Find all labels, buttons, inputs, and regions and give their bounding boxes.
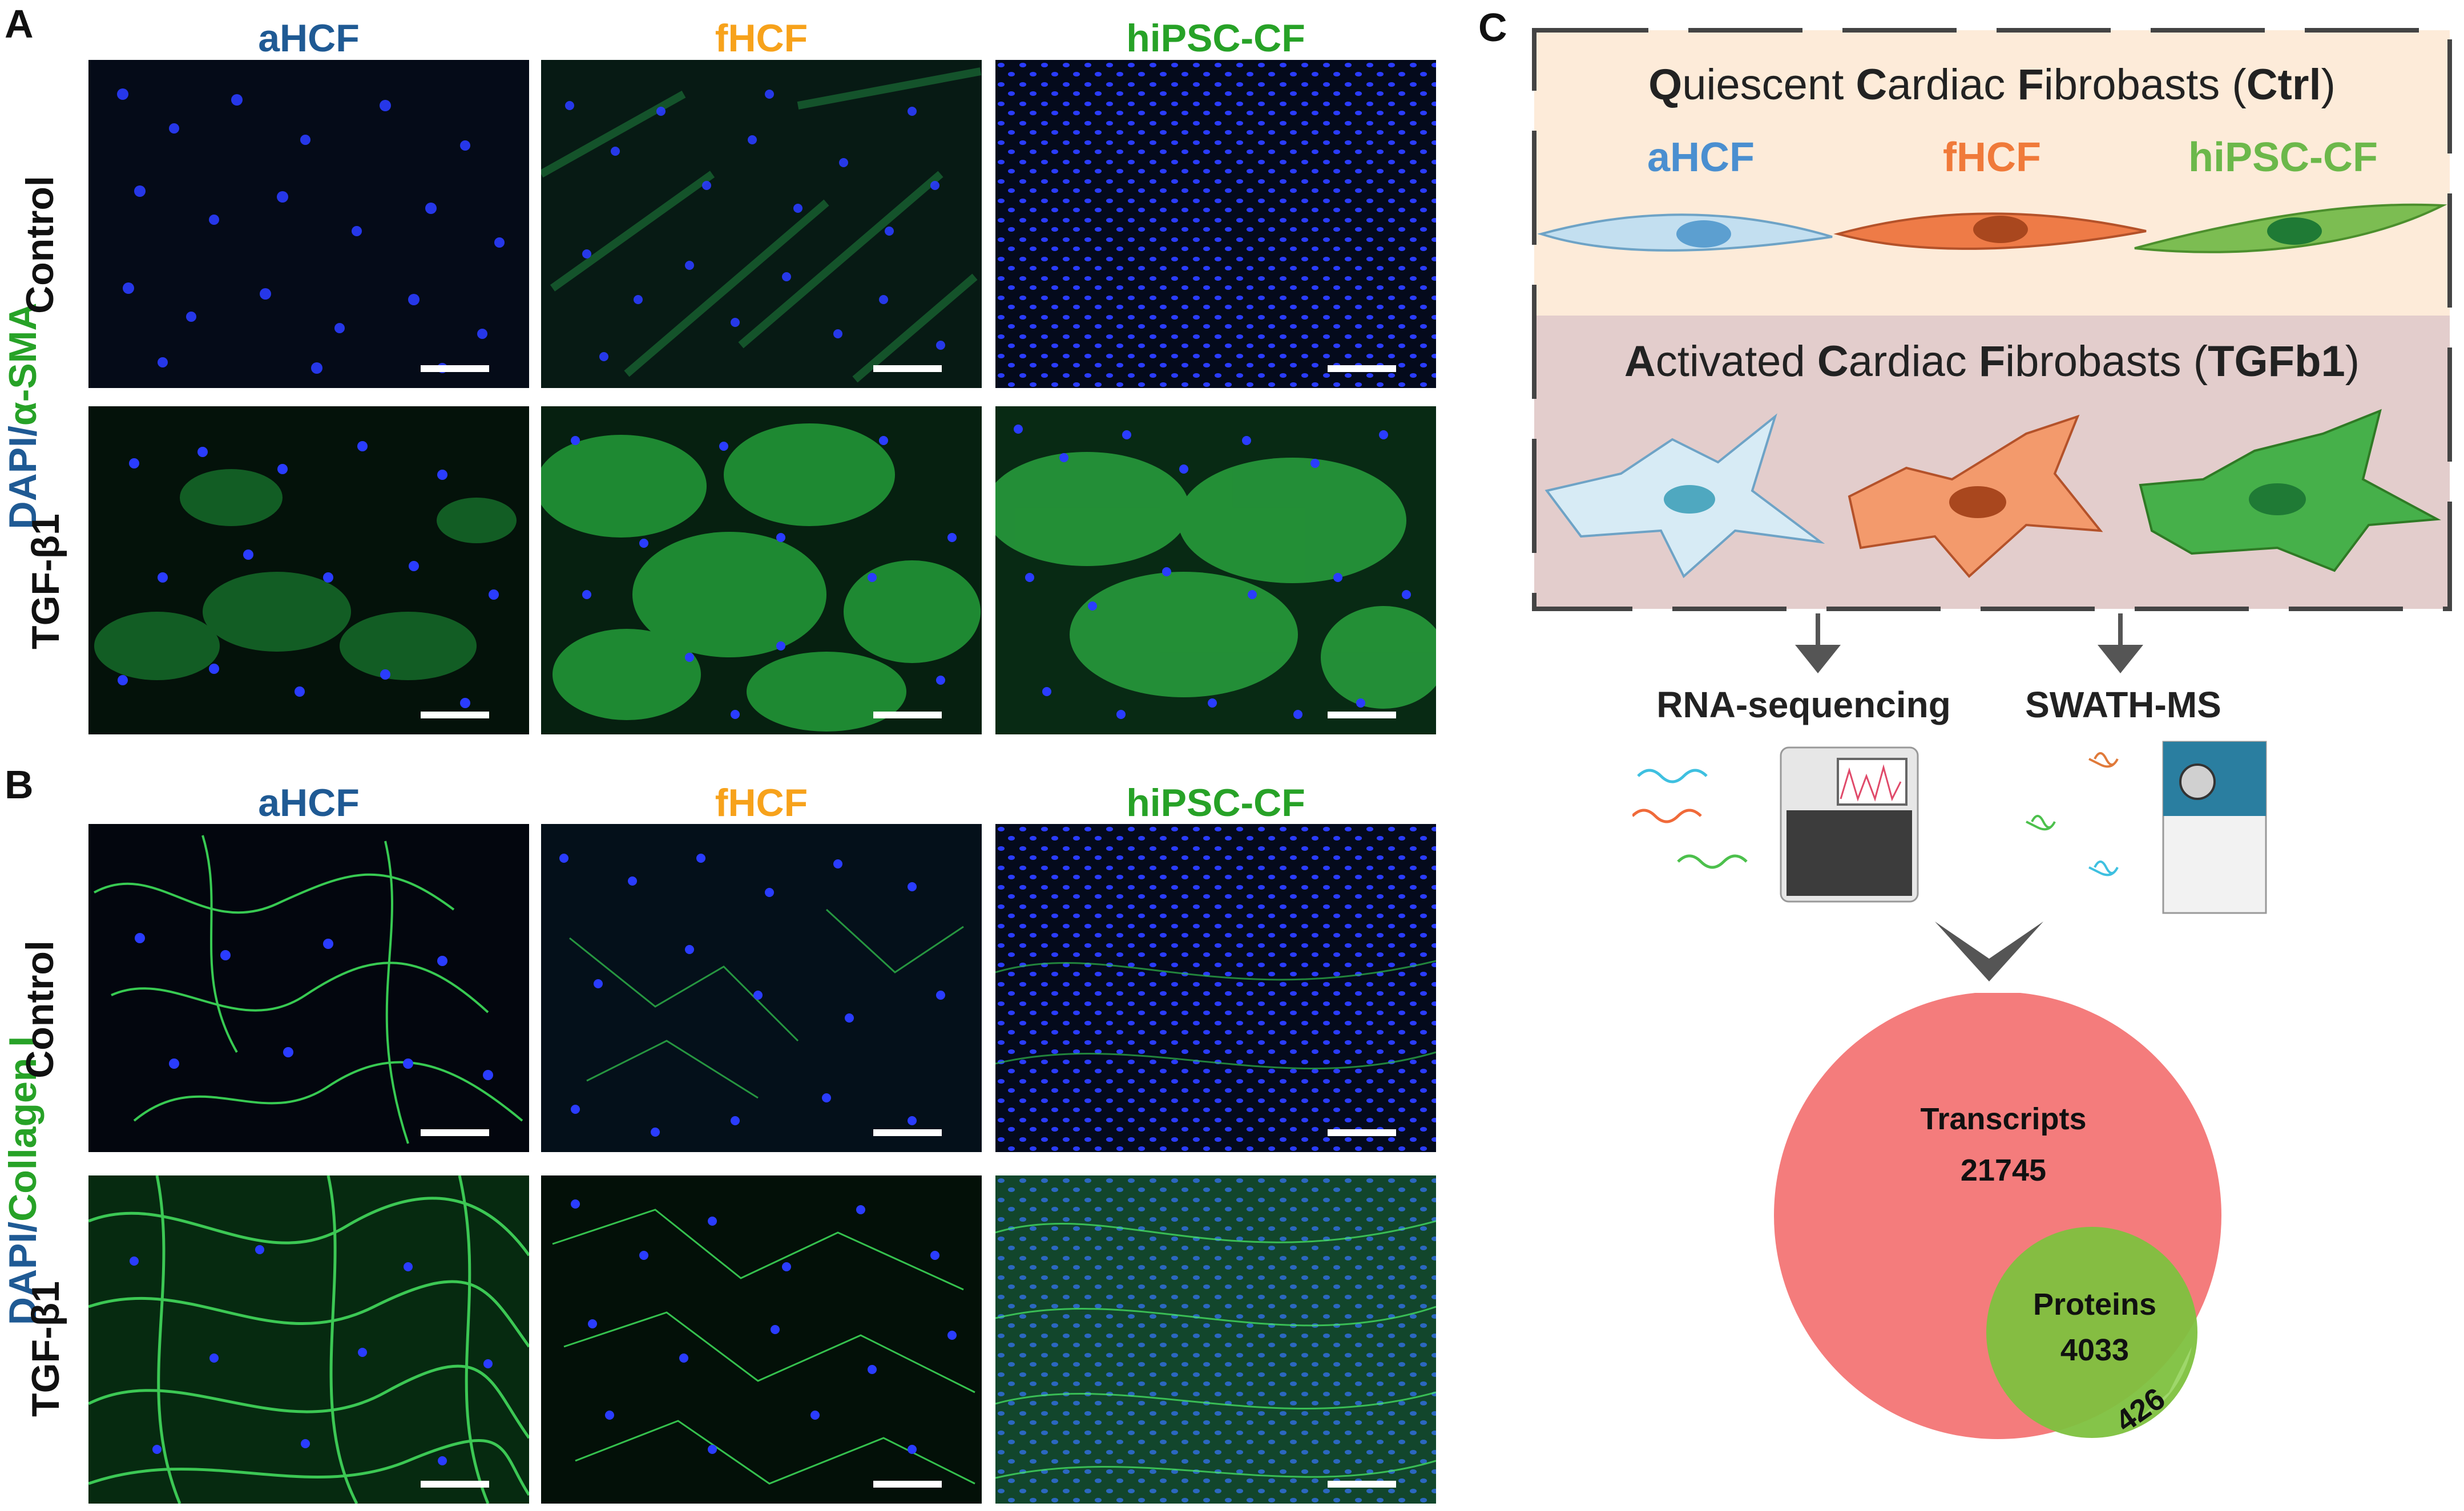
- panel-b-letter: B: [5, 762, 34, 807]
- scale-bar: [873, 1129, 942, 1136]
- micrograph-b-fhcf-tgf: [541, 1175, 982, 1504]
- micrograph-b-fhcf-control: [541, 824, 982, 1152]
- arrow-to-swath: [2095, 613, 2146, 676]
- micrograph-a-fhcf-control: [541, 60, 982, 388]
- scale-bar: [421, 1481, 489, 1488]
- quiescent-label-hipsc: hiPSC-CF: [2188, 135, 2378, 180]
- micrograph-b-hipsc-tgf: [995, 1175, 1436, 1504]
- micrograph-a-ahcf-tgf: [88, 406, 529, 734]
- quiescent-cells-illustration: [1535, 183, 2449, 274]
- venn-proteins-value: 4033: [2060, 1333, 2130, 1367]
- mass-spec-illustration: [2021, 736, 2272, 919]
- scale-bar: [873, 712, 942, 718]
- method-swath-ms: SWATH-MS: [2025, 684, 2221, 725]
- activated-cells-illustration: [1535, 399, 2449, 593]
- micrograph-a-hipsc-tgf: [995, 406, 1436, 734]
- venn-proteins-label: Proteins: [2033, 1287, 2157, 1322]
- panel-c-letter: C: [1478, 5, 1507, 50]
- panel-b-col-fhcf: fHCF: [715, 781, 808, 825]
- venn-transcripts-value: 21745: [1960, 1153, 2047, 1187]
- micrograph-b-ahcf-tgf: [88, 1175, 529, 1504]
- scale-bar: [1328, 712, 1396, 718]
- quiescent-label-fhcf: fHCF: [1943, 135, 2041, 180]
- scale-bar: [873, 365, 942, 372]
- micrograph-a-fhcf-tgf: [541, 406, 982, 734]
- panel-b-row-control: Control: [18, 940, 62, 1078]
- micrograph-b-ahcf-control: [88, 824, 529, 1152]
- sequencer-illustration: [1631, 742, 1929, 913]
- arrow-to-rna-seq: [1792, 613, 1844, 676]
- scale-bar: [1328, 1129, 1396, 1136]
- scale-bar: [1328, 365, 1396, 372]
- venn-transcripts-label: Transcripts: [1920, 1102, 2087, 1136]
- panel-a-row-control: Control: [18, 176, 62, 314]
- quiescent-title: Quiescent Cardiac Fibrobasts (Ctrl): [1648, 60, 2336, 109]
- micrograph-a-hipsc-control: [995, 60, 1436, 388]
- scale-bar: [1328, 1481, 1396, 1488]
- panel-a-col-hipsc: hiPSC-CF: [1126, 17, 1305, 60]
- panel-a-row-tgf: TGF-β1: [24, 514, 67, 649]
- micrograph-b-hipsc-control: [995, 824, 1436, 1152]
- panel-b-row-tgf: TGF-β1: [24, 1281, 67, 1417]
- merge-chevron-icon: [1932, 919, 2046, 987]
- venn-diagram: [1769, 992, 2283, 1444]
- panel-a-col-fhcf: fHCF: [715, 17, 808, 60]
- micrograph-a-ahcf-control: [88, 60, 529, 388]
- scale-bar: [421, 1129, 489, 1136]
- scale-bar: [421, 365, 489, 372]
- panel-a-col-ahcf: aHCF: [258, 17, 360, 60]
- activated-title: Activated Cardiac Fibrobasts (TGFb1): [1624, 337, 2360, 386]
- scale-bar: [421, 712, 489, 718]
- panel-b-col-hipsc: hiPSC-CF: [1126, 781, 1305, 825]
- panel-b-col-ahcf: aHCF: [258, 781, 360, 825]
- method-rna-seq: RNA-sequencing: [1656, 684, 1951, 725]
- quiescent-label-ahcf: aHCF: [1647, 135, 1755, 180]
- scale-bar: [873, 1481, 942, 1488]
- panel-a-letter: A: [5, 2, 34, 46]
